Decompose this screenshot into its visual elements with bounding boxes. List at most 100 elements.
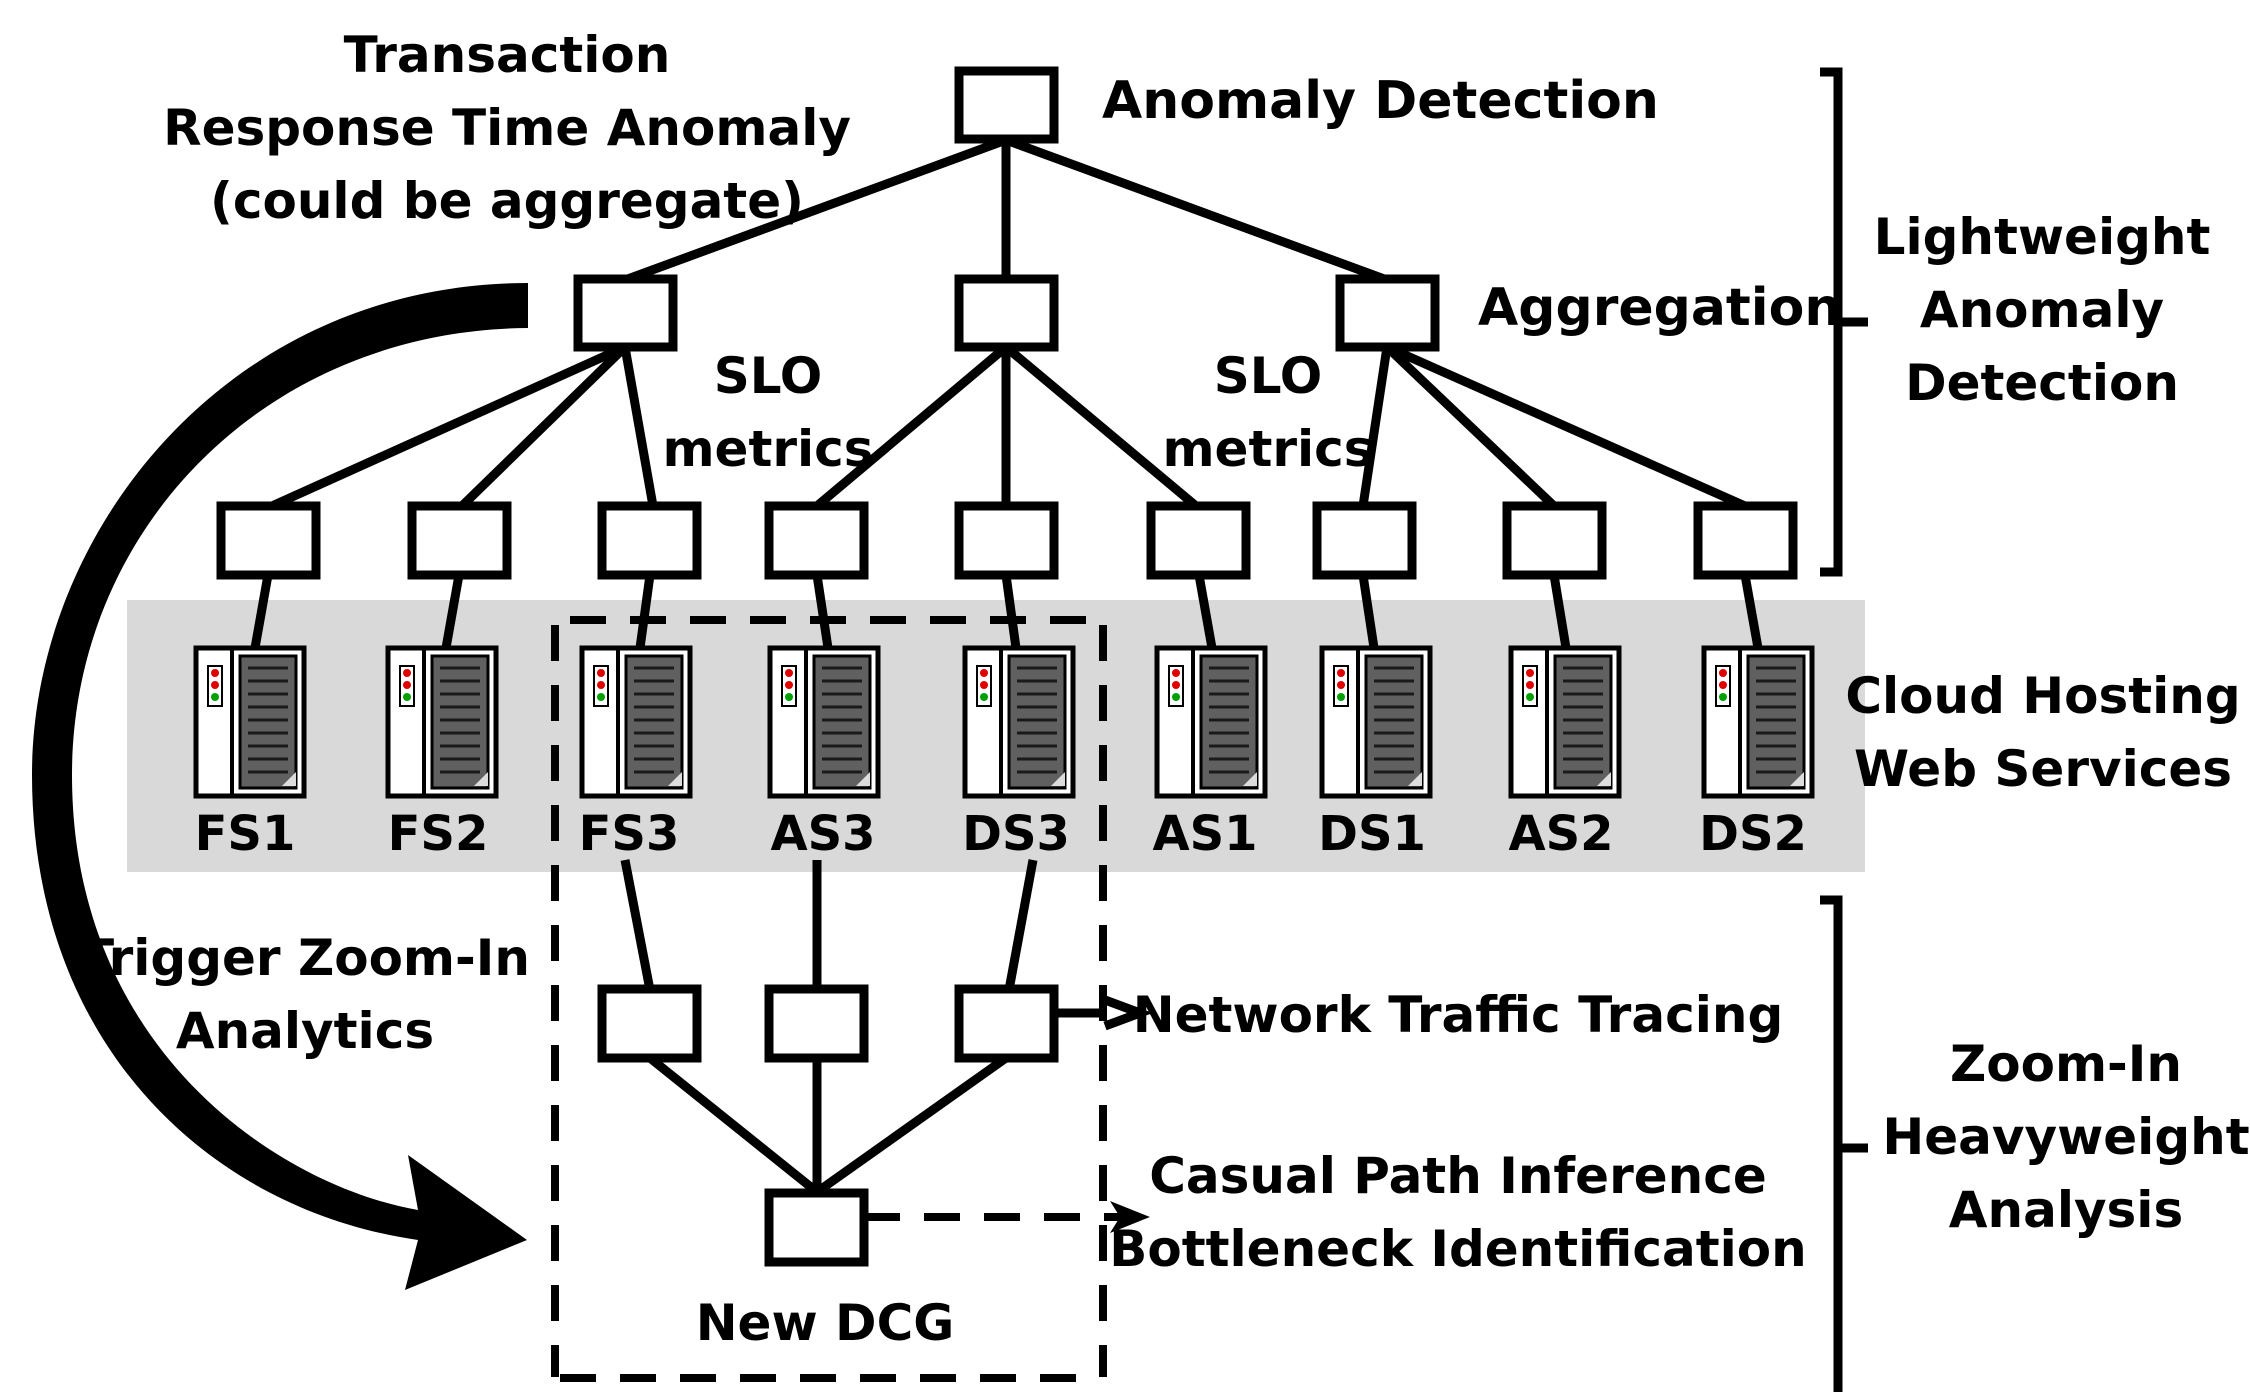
connector-arrows: [864, 995, 1153, 1233]
led-red: [1337, 681, 1345, 689]
label-lightweight-line1: Lightweight: [1874, 208, 2211, 266]
node-leaf: [597, 501, 702, 580]
server-icon-as3: [767, 645, 881, 799]
node-anomaly-detection: [954, 66, 1059, 144]
label-trigger-line1: Trigger Zoom-In: [80, 929, 530, 987]
drive-bay: [812, 654, 872, 790]
led-green: [1172, 693, 1180, 701]
label-zoom-line3: Analysis: [1949, 1181, 2183, 1239]
node-leaf: [764, 501, 869, 580]
server-icon-fs1: [193, 645, 307, 799]
led-red: [785, 669, 793, 677]
node-aggregation-right: [1335, 274, 1440, 352]
led-red: [980, 669, 988, 677]
led-green: [403, 693, 411, 701]
led-green: [980, 693, 988, 701]
led-red: [403, 669, 411, 677]
led-green: [1337, 693, 1345, 701]
label-network-tracing: Network Traffic Tracing: [1133, 986, 1784, 1044]
led-red: [597, 681, 605, 689]
server-label: DS1: [1318, 806, 1426, 862]
text-labels: Anomaly Detection Transaction Response T…: [80, 26, 2250, 1352]
node-aggregation-left: [573, 274, 678, 352]
label-cloud-line2: Web Services: [1854, 740, 2232, 798]
server-label: AS3: [770, 806, 875, 862]
label-new-dcg: New DCG: [696, 1294, 955, 1352]
drive-bay: [1199, 654, 1259, 790]
server-icon-ds3: [962, 645, 1076, 799]
node-leaf: [1693, 501, 1798, 580]
led-red: [1337, 669, 1345, 677]
label-slo-right-line2: metrics: [1162, 420, 1373, 478]
label-zoom-line1: Zoom-In: [1950, 1035, 2182, 1093]
led-red: [785, 681, 793, 689]
server-label: FS3: [579, 806, 680, 862]
led-red: [403, 681, 411, 689]
bracket-lightweight: [1820, 67, 1868, 577]
led-red: [211, 681, 219, 689]
label-transaction-line1: Transaction: [344, 26, 671, 84]
led-green: [785, 693, 793, 701]
tree-nodes: [216, 66, 1798, 1267]
label-zoom-line2: Heavyweight: [1882, 1108, 2249, 1166]
label-transaction-line2: Response Time Anomaly: [163, 99, 851, 157]
brackets: [1820, 67, 1868, 1392]
led-red: [597, 669, 605, 677]
bracket-zoom-in: [1820, 895, 1868, 1392]
led-green: [211, 693, 219, 701]
label-slo-left-line1: SLO: [714, 347, 823, 405]
label-anomaly-detection: Anomaly Detection: [1102, 71, 1659, 131]
label-lightweight-line2: Anomaly: [1920, 281, 2164, 339]
led-green: [1526, 693, 1534, 701]
node-new-dcg: [764, 1188, 869, 1267]
node-aggregation-middle: [954, 274, 1059, 352]
node-tracing: [954, 984, 1059, 1063]
server-icon-ds2: [1701, 645, 1815, 799]
server-icon-fs3: [579, 645, 693, 799]
drive-bay: [1746, 654, 1806, 790]
tree-edges: [250, 135, 1763, 1196]
drive-bay: [1553, 654, 1613, 790]
led-green: [1719, 693, 1727, 701]
drive-bay: [624, 654, 684, 790]
node-leaf: [1146, 501, 1251, 580]
node-leaf: [216, 501, 321, 580]
server-label: DS2: [1699, 806, 1807, 862]
led-red: [1172, 669, 1180, 677]
led-red: [1172, 681, 1180, 689]
label-cloud-line1: Cloud Hosting: [1845, 667, 2240, 725]
drive-bay: [1007, 654, 1067, 790]
node-leaf: [1502, 501, 1607, 580]
led-green: [597, 693, 605, 701]
label-trigger-line2: Analytics: [176, 1002, 434, 1060]
server-icon-fs2: [385, 645, 499, 799]
label-slo-right-line1: SLO: [1214, 347, 1323, 405]
label-lightweight-line3: Detection: [1905, 354, 2179, 412]
server-icon-ds1: [1319, 645, 1433, 799]
drive-bay: [1364, 654, 1424, 790]
node-leaf: [407, 501, 512, 580]
label-casual-line1: Casual Path Inference: [1149, 1147, 1767, 1205]
label-transaction-line3: (could be aggregate): [210, 172, 804, 230]
label-slo-left-line2: metrics: [662, 420, 873, 478]
led-red: [1719, 669, 1727, 677]
node-leaf: [954, 501, 1059, 580]
server-icon-as2: [1508, 645, 1622, 799]
zoom-in-region: [551, 616, 1107, 1382]
drive-bay: [238, 654, 298, 790]
label-casual-line2: Bottleneck Identification: [1109, 1220, 1807, 1278]
led-red: [980, 681, 988, 689]
server-label: AS2: [1508, 806, 1613, 862]
label-aggregation: Aggregation: [1478, 278, 1841, 338]
server-row: [193, 645, 1815, 799]
led-red: [1526, 669, 1534, 677]
node-leaf: [1312, 501, 1417, 580]
node-tracing: [597, 984, 702, 1063]
led-red: [1719, 681, 1727, 689]
server-label: DS3: [962, 806, 1070, 862]
server-label: FS1: [195, 806, 296, 862]
drive-bay: [430, 654, 490, 790]
server-icon-as1: [1154, 645, 1268, 799]
server-labels: FS1 FS2 FS3 AS3 DS3 AS1 DS1 AS2 DS2: [195, 806, 1807, 862]
